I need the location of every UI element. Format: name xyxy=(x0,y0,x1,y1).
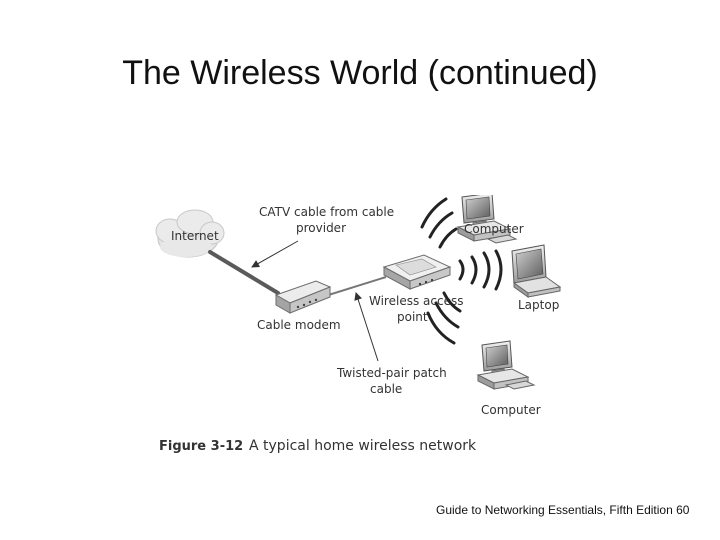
network-diagram: Internet CATV cable from cable provider … xyxy=(155,195,562,454)
cable-modem-label: Cable modem xyxy=(257,318,341,332)
catv-label-line2: provider xyxy=(296,221,346,235)
laptop-label: Laptop xyxy=(518,298,559,312)
internet-cloud-icon xyxy=(155,209,225,258)
wap-label-line2: point xyxy=(397,310,428,324)
patch-cable xyxy=(321,276,387,298)
twisted-pair-label-line1: Twisted-pair patch xyxy=(336,366,447,380)
slide-footer: Guide to Networking Essentials, Fifth Ed… xyxy=(436,503,689,517)
wireless-signal-waves-icon xyxy=(420,197,503,345)
computer-top-icon xyxy=(456,195,518,244)
page-number: 60 xyxy=(676,503,690,517)
computer-bottom-icon xyxy=(476,340,536,390)
internet-label: Internet xyxy=(171,229,219,243)
catv-label-line1: CATV cable from cable xyxy=(259,205,394,219)
slide-title: The Wireless World (continued) xyxy=(122,54,598,92)
catv-arrow xyxy=(251,240,299,268)
figure-caption-number: Figure 3-12 xyxy=(159,439,243,454)
footer-text: Guide to Networking Essentials, Fifth Ed… xyxy=(436,503,673,517)
cable-modem-icon xyxy=(274,280,332,314)
twisted-pair-arrow xyxy=(354,292,379,362)
computer-top-label: Computer xyxy=(464,222,524,236)
wap-label-line1: Wireless access xyxy=(369,294,463,308)
laptop-icon xyxy=(511,244,562,298)
wireless-access-point-icon xyxy=(382,254,452,290)
computer-bottom-label: Computer xyxy=(481,403,541,417)
twisted-pair-label-line2: cable xyxy=(370,382,402,396)
figure-caption-text: A typical home wireless network xyxy=(249,438,477,454)
catv-cable xyxy=(208,250,280,295)
